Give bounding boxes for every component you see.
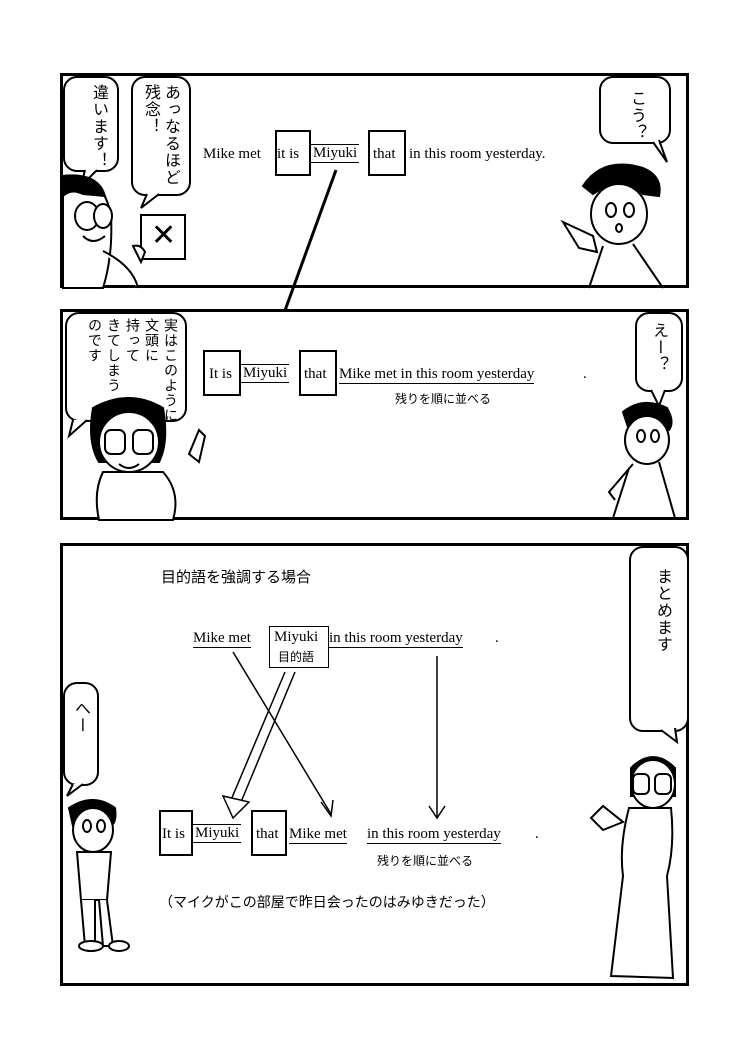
boy-character-p2 [607, 401, 676, 519]
p3-bottom-that-box: that [251, 810, 287, 856]
p2-that-box: that [299, 350, 337, 396]
p1-bubble-kou-text: こう？ [628, 90, 647, 141]
p3-bottom-mike-met: Mike met [289, 826, 347, 844]
p3-bottom-miyuki: Miyuki [193, 824, 242, 843]
p1-sentence-left: Mike met [203, 146, 261, 162]
p3-drawings [66, 651, 679, 980]
p3-top-miyuki-box: Miyuki 目的語 [269, 626, 329, 668]
woman-character-p3 [589, 756, 676, 980]
p3-bottom-rest: in this room yesterday [367, 826, 501, 844]
p1-x-sign: ✕ [140, 214, 186, 260]
woman-character-p2 [90, 397, 207, 521]
p3-bubble-matome: まとめます [629, 546, 689, 732]
p3-top-miyuki: Miyuki [274, 629, 319, 645]
p1-bubble-anarumo-text: あっなるほど 残念！ [142, 84, 181, 186]
p2-it-is-box: It is [203, 350, 241, 396]
p3-translation: （マイクがこの部屋で昨日会ったのはみゆきだった） [159, 895, 495, 911]
p2-bubble-explain-text: 実はこのように 文頭に 持って きてしまう のです [86, 318, 178, 423]
panel-3: 目的語を強調する場合 Mike met Miyuki 目的語 in this r… [60, 543, 689, 986]
p2-bubble-explain: 実はこのように 文頭に 持って きてしまう のです [65, 312, 187, 423]
p1-it-is-box: it is [275, 130, 311, 176]
x-mark-icon: ✕ [151, 218, 177, 253]
p3-note: 残りを順に並べる [377, 854, 474, 868]
p3-bubble-he-text: へー [72, 700, 91, 734]
p3-bottom-that: that [256, 826, 279, 842]
p1-bubble-tigaimasu-text: 違います！ [90, 84, 109, 169]
p2-that: that [304, 366, 327, 382]
p3-top-mokutekigo: 目的語 [278, 650, 315, 664]
panel-1: Mike met it is Miyuki that in this room … [60, 73, 689, 289]
boy-character-p3 [67, 799, 130, 952]
woman-character-p1 [62, 174, 147, 289]
p2-miyuki: Miyuki [241, 364, 290, 383]
p2-it-is: It is [209, 366, 232, 382]
p1-sentence-right: in this room yesterday. [409, 146, 546, 162]
p3-bottom-period: . [535, 826, 539, 842]
p1-bubble-tigaimasu: 違います！ [63, 76, 119, 172]
p1-drawings [62, 139, 668, 289]
p2-bubble-ee-text: えー？ [650, 322, 669, 373]
p3-heading: 目的語を強調する場合 [161, 568, 312, 586]
p3-bottom-it-is: It is [162, 826, 185, 842]
p1-bubble-anarumo: あっなるほど 残念！ [131, 76, 191, 196]
p1-that-box: that [368, 130, 406, 176]
panel-2: It is Miyuki that Mike met in this room … [60, 309, 689, 521]
p1-miyuki: Miyuki [311, 144, 360, 163]
p1-it-is: it is [277, 146, 300, 162]
p1-that: that [373, 146, 396, 162]
p2-note: 残りを順に並べる [395, 392, 492, 406]
p3-top-period: . [495, 630, 499, 646]
p1-bubble-kou: こう？ [599, 76, 671, 144]
p3-top-right: in this room yesterday [329, 630, 463, 648]
p2-bubble-ee: えー？ [635, 312, 683, 392]
p2-rest: Mike met in this room yesterday [339, 366, 535, 384]
p2-drawings [67, 389, 676, 521]
p3-bottom-it-is-box: It is [159, 810, 193, 856]
p2-period: . [583, 366, 587, 382]
p3-bubble-he: へー [63, 682, 99, 786]
boy-character-p1 [560, 163, 664, 289]
p3-top-left: Mike met [193, 630, 251, 648]
p3-bubble-matome-text: まとめます [654, 568, 673, 653]
